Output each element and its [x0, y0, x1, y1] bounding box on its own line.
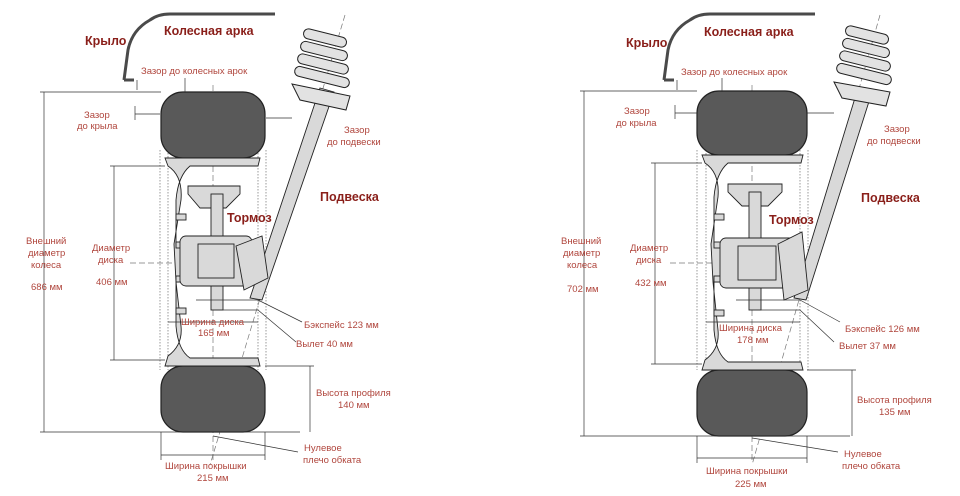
coil-spring	[291, 28, 351, 111]
profile-height-value: 140 мм	[338, 400, 370, 411]
profile-height-value: 135 мм	[879, 407, 911, 418]
arch-gap-label: Зазор до колесных арок	[681, 67, 788, 78]
profile-height-label: Высота профиля	[316, 388, 391, 399]
fender-gap-label: Зазор	[84, 110, 110, 121]
rim-diameter-label-2: диска	[636, 255, 662, 266]
brake-label: Тормоз	[769, 213, 814, 227]
offset-label: Вылет 37 мм	[839, 341, 896, 352]
outer-diameter-label: Внешний	[26, 236, 66, 247]
outer-diameter-label-3: колеса	[567, 260, 598, 271]
fender-gap-label: Зазор	[624, 106, 650, 117]
scrub-radius-label-2: плечо обката	[842, 461, 901, 472]
fender-gap-label-2: до крыла	[77, 121, 118, 132]
suspension-gap-label: Зазор	[884, 124, 910, 135]
coil-spring	[833, 25, 892, 107]
strut	[249, 87, 335, 301]
suspension-label: Подвеска	[861, 191, 921, 205]
outer-diameter-label-2: диаметр	[28, 248, 65, 259]
right-diagram: Крыло Колесная арка Зазор до колесных ар…	[561, 12, 932, 490]
wheel-arch-label: Колесная арка	[164, 24, 255, 38]
rim-width-value: 178 мм	[737, 335, 769, 346]
tire-top-section	[696, 90, 808, 156]
suspension-gap-label-2: до подвески	[327, 137, 381, 148]
brake-label: Тормоз	[227, 211, 272, 225]
fender-label: Крыло	[626, 36, 668, 50]
scrub-radius-label: Нулевое	[844, 449, 882, 460]
outer-diameter-label-3: колеса	[31, 260, 62, 271]
rim-diameter-label-2: диска	[98, 255, 124, 266]
offset-label: Вылет 40 мм	[296, 339, 353, 350]
tire-width-value: 215 мм	[197, 473, 229, 484]
fender-gap-label-2: до крыла	[616, 118, 657, 129]
wheel-arch-label: Колесная арка	[704, 25, 795, 39]
arch-gap-label: Зазор до колесных арок	[141, 66, 248, 77]
rim-width-label: Ширина диска	[719, 323, 783, 334]
tire-width-value: 225 мм	[735, 479, 767, 490]
backspace-label: Бэкспейс 126 мм	[845, 324, 920, 335]
outer-diameter-value: 686 мм	[31, 282, 63, 293]
backspace-label: Бэкспейс 123 мм	[304, 320, 379, 331]
left-diagram: Крыло Колесная арка Зазор до колесных ар…	[26, 12, 391, 484]
rim-diameter-value: 406 мм	[96, 277, 128, 288]
suspension-label: Подвеска	[320, 190, 380, 204]
rim-width-label: Ширина диска	[181, 317, 245, 328]
profile-height-label: Высота профиля	[857, 395, 932, 406]
tire-top-section	[160, 91, 266, 159]
outer-diameter-value: 702 мм	[567, 284, 599, 295]
fender-label: Крыло	[85, 34, 127, 48]
outer-diameter-label: Внешний	[561, 236, 601, 247]
scrub-radius-label-2: плечо обката	[303, 455, 362, 466]
outer-diameter-label-2: диаметр	[563, 248, 600, 259]
rim-diameter-value: 432 мм	[635, 278, 667, 289]
tire-width-label: Ширина покрышки	[165, 461, 247, 472]
rim-width-value: 165 мм	[198, 328, 230, 339]
fender-outline	[662, 12, 815, 81]
tire-bottom-section	[696, 369, 808, 437]
suspension-gap-label-2: до подвески	[867, 136, 921, 147]
fender-outline	[122, 12, 275, 81]
rim-diameter-label: Диаметр	[630, 243, 668, 254]
suspension-gap-label: Зазор	[344, 125, 370, 136]
scrub-radius-label: Нулевое	[304, 443, 342, 454]
tire-bottom-section	[160, 365, 266, 433]
rim-diameter-label: Диаметр	[92, 243, 130, 254]
tire-width-label: Ширина покрышки	[706, 466, 788, 477]
